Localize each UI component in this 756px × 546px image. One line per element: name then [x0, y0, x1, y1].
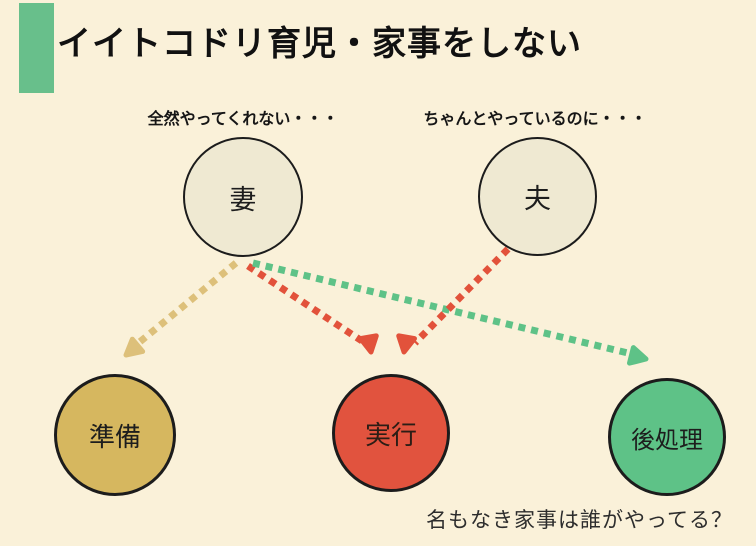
caption-wife: 全然やってくれない・・・: [147, 109, 339, 128]
edge-wife-exec: [246, 263, 364, 344]
arrowhead-husband-exec: [396, 336, 414, 354]
page-title: イイトコドリ育児・家事をしない: [57, 24, 582, 64]
arrowhead-wife-post: [630, 348, 648, 367]
node-wife-label: 妻: [229, 184, 257, 216]
accent-bar: [19, 3, 54, 93]
node-exec-label: 実行: [364, 420, 417, 451]
caption-husband: ちゃんとやっているのに・・・: [423, 109, 647, 128]
arrowhead-wife-exec: [361, 336, 379, 354]
node-husband-label: 夫: [524, 184, 551, 215]
arrowhead-wife-prep: [121, 339, 143, 361]
node-exec: 実行: [332, 374, 450, 492]
node-prep-label: 準備: [88, 422, 141, 453]
node-prep: 準備: [54, 374, 176, 496]
node-husband: 夫: [478, 137, 597, 256]
node-wife: 妻: [183, 137, 303, 257]
edge-wife-prep: [133, 260, 239, 348]
node-post: 後処理: [608, 378, 726, 496]
edge-husband-exec: [412, 246, 511, 346]
node-post-label: 後処理: [631, 425, 703, 454]
edge-wife-post: [252, 259, 633, 358]
footnote: 名もなき家事は誰がやってる？: [426, 508, 733, 532]
